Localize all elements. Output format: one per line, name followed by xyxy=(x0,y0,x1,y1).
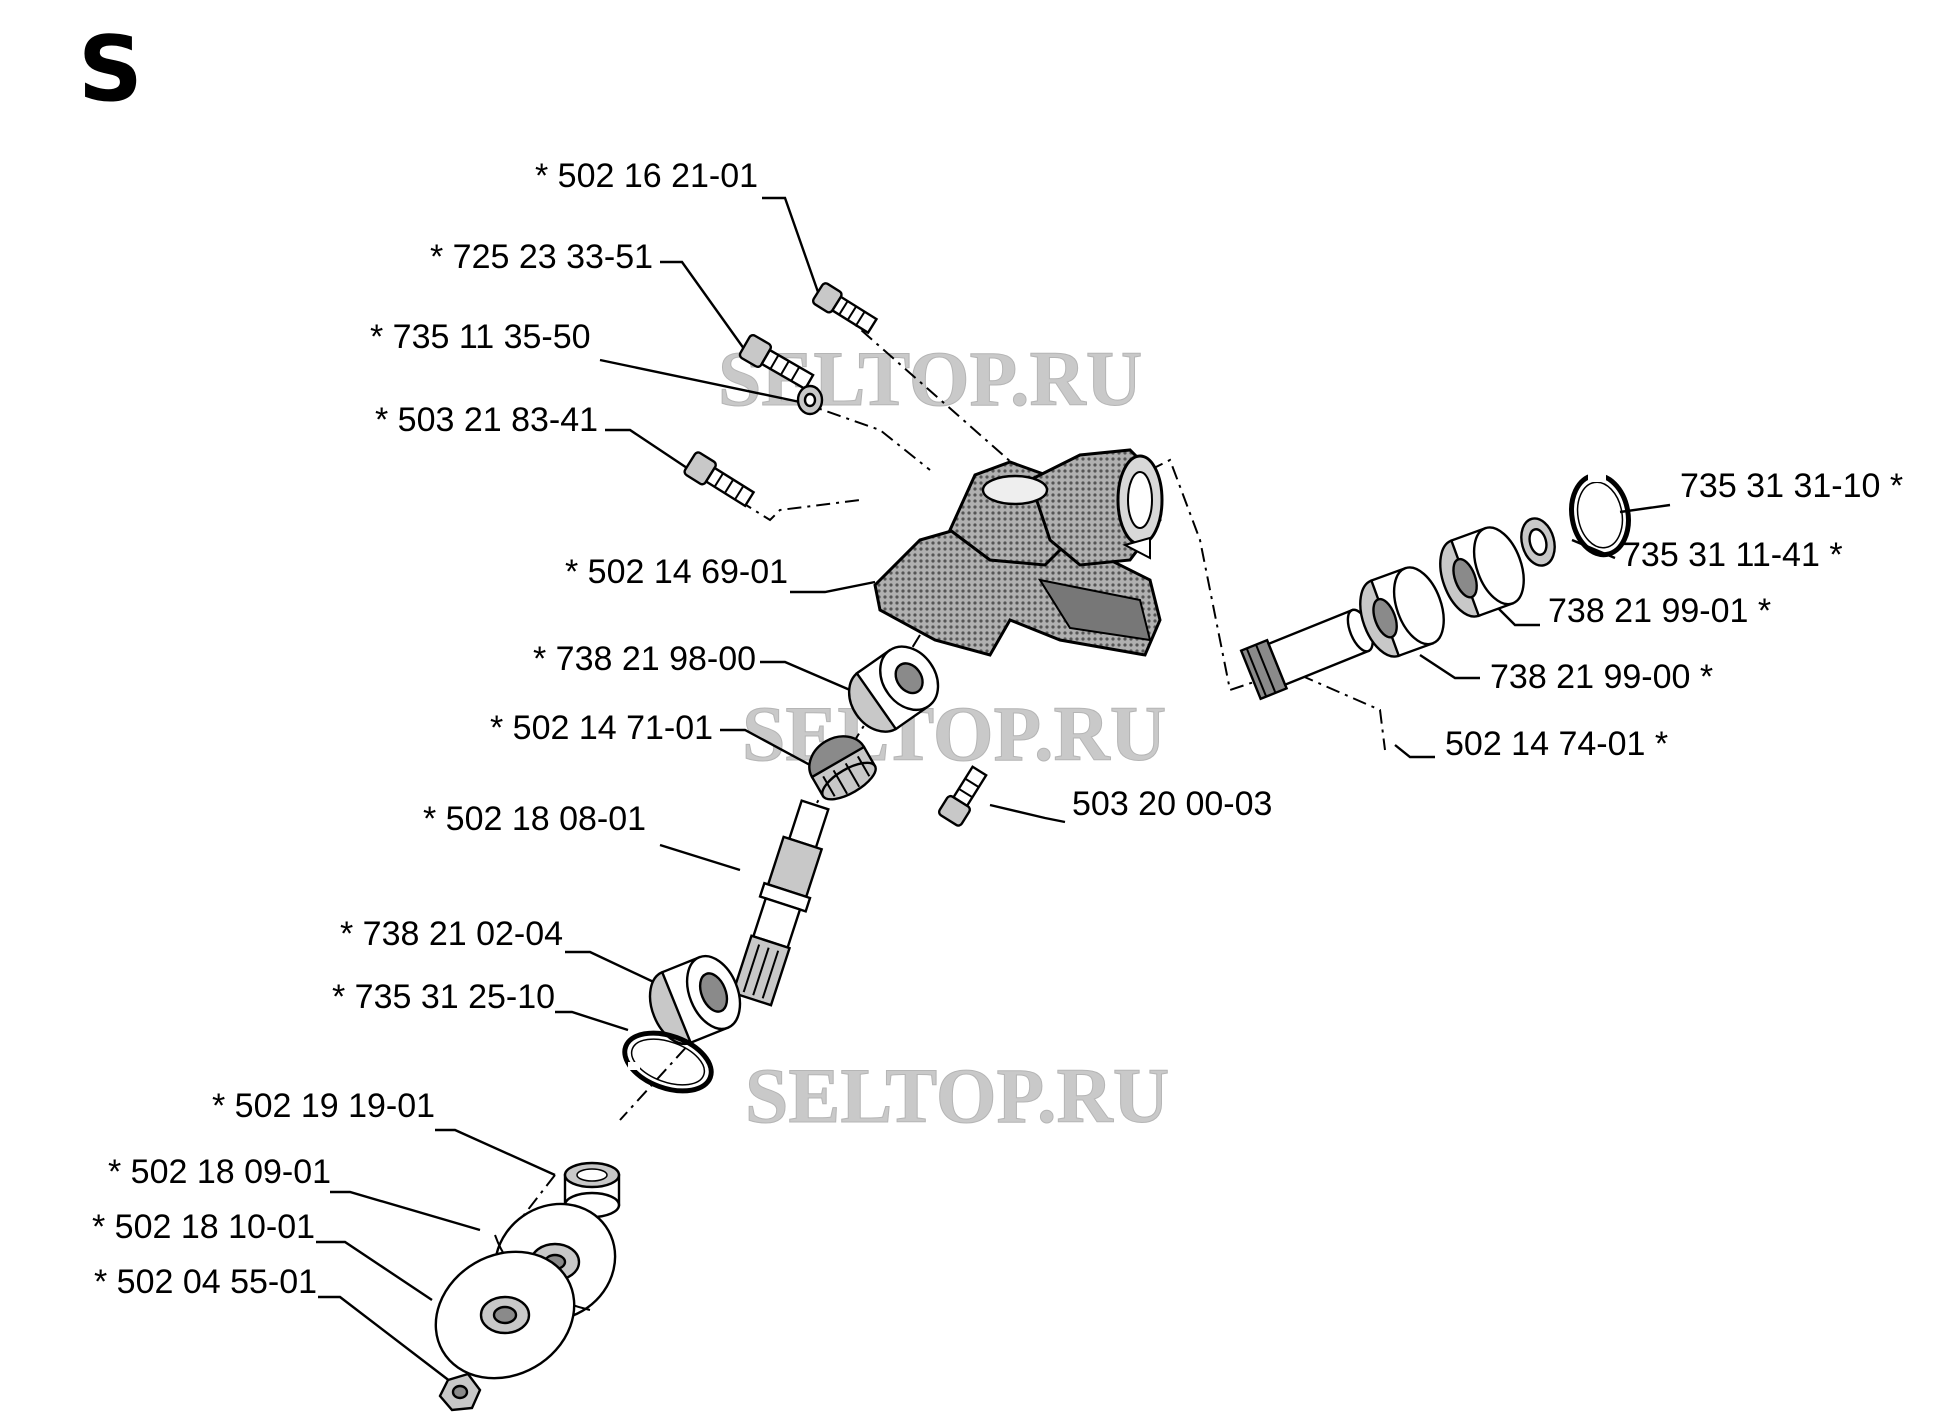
label-738-21-02-04: * 738 21 02-04 xyxy=(340,915,563,953)
label-738-21-99-01: 738 21 99-01 * xyxy=(1548,592,1771,630)
label-502-14-71-01: * 502 14 71-01 xyxy=(490,709,713,747)
washer-735-11-35-50 xyxy=(796,384,824,416)
circlip-735-31-25-10 xyxy=(622,1030,714,1094)
watermark-bottom: SELTOP.RU xyxy=(745,1052,1169,1139)
section-letter: S xyxy=(78,17,143,122)
flange-502-18-10-01 xyxy=(434,1250,576,1380)
gear-housing-502-14-69-01 xyxy=(873,448,1164,657)
label-502-04-55-01: * 502 04 55-01 xyxy=(94,1263,317,1301)
label-503-20-00-03: 503 20 00-03 xyxy=(1072,785,1272,823)
pinion-502-14-74-01 xyxy=(1239,608,1374,701)
label-502-18-08-01: * 502 18 08-01 xyxy=(423,800,646,838)
label-735-31-25-10: * 735 31 25-10 xyxy=(332,978,555,1016)
bevel-gear-502-14-71-01 xyxy=(808,735,877,801)
circlip-735-31-31-10 xyxy=(1569,472,1631,558)
bearing-738-21-98-00 xyxy=(847,645,940,733)
label-735-11-35-50: * 735 11 35-50 xyxy=(370,318,591,356)
screw-502-16-21-01 xyxy=(811,282,879,335)
bearing-738-21-02-04 xyxy=(648,954,742,1046)
label-735-31-31-10: 735 31 31-10 * xyxy=(1680,467,1903,505)
washer-735-31-11-41 xyxy=(1520,517,1556,567)
shaft-502-18-08-01 xyxy=(731,799,830,1007)
bearing-738-21-99-01 xyxy=(1439,526,1525,618)
label-502-18-10-01: * 502 18 10-01 xyxy=(92,1208,315,1246)
label-738-21-98-00: * 738 21 98-00 xyxy=(533,640,756,678)
label-502-16-21-01: * 502 16 21-01 xyxy=(535,157,758,195)
label-735-31-11-41: 735 31 11-41 * xyxy=(1622,536,1843,574)
screw-725-23-33-51 xyxy=(738,334,815,391)
label-502-14-69-01: * 502 14 69-01 xyxy=(565,553,788,591)
bearing-738-21-99-00 xyxy=(1359,566,1445,658)
label-502-18-09-01: * 502 18 09-01 xyxy=(108,1153,331,1191)
label-502-19-19-01: * 502 19 19-01 xyxy=(212,1087,435,1125)
watermark-top: SELTOP.RU xyxy=(718,335,1142,422)
label-725-23-33-51: * 725 23 33-51 xyxy=(430,238,653,276)
bushing-502-19-19-01 xyxy=(563,1161,621,1219)
label-502-14-74-01: 502 14 74-01 * xyxy=(1445,725,1668,763)
label-738-21-99-00: 738 21 99-00 * xyxy=(1490,658,1713,696)
screw-503-21-83-41 xyxy=(683,451,756,508)
nut-502-04-55-01 xyxy=(438,1372,482,1412)
label-503-21-83-41: * 503 21 83-41 xyxy=(375,401,598,439)
screw-503-20-00-03 xyxy=(937,765,988,827)
